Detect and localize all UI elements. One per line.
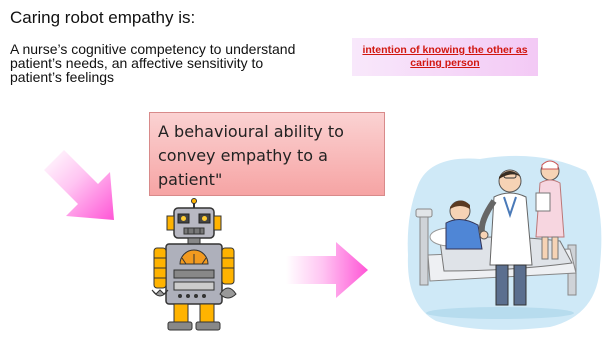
pink-arrow-left-icon [44,150,114,220]
diagram-title: Caring robot empathy is: [10,8,196,27]
intention-box: intention of knowing the other as caring… [352,38,538,76]
hospital-scene-icon [407,155,602,330]
definition-text: A nurse’s cognitive competency to unders… [10,41,296,85]
pink-arrow-right-icon [286,242,368,298]
behaviour-box: A behavioural ability to convey empathy … [149,112,385,196]
robot-icon [151,198,237,331]
intention-link[interactable]: intention of knowing the other as caring… [362,44,528,69]
